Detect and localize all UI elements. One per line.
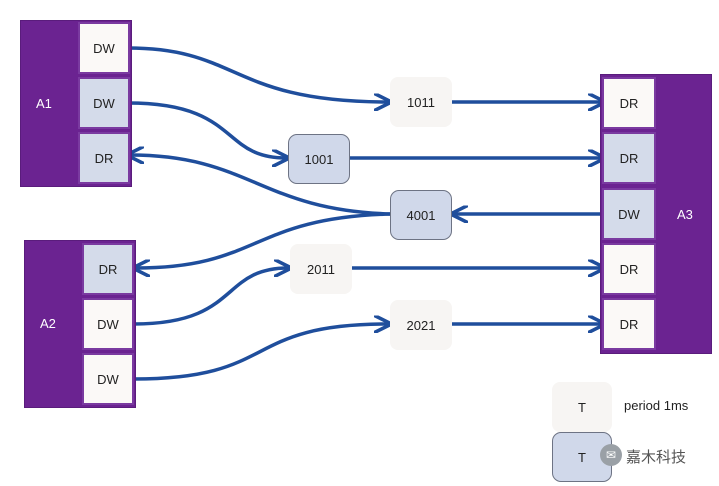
message-1001: 1001 [288, 134, 350, 184]
a1-port-1: DW [78, 22, 130, 74]
legend-plain-box: T [552, 382, 612, 432]
message-2011: 2011 [290, 244, 352, 294]
message-2021: 2021 [390, 300, 452, 350]
group-a2-label: A2 [40, 316, 56, 331]
a2-port-1: DR [82, 243, 134, 295]
arrow-a2-dw1-to-2011 [133, 268, 288, 326]
a3-port-5: DR [602, 298, 656, 350]
a3-port-2: DR [602, 132, 656, 184]
a2-port-2: DW [82, 298, 134, 350]
a3-port-1: DR [602, 77, 656, 129]
a3-port-3: DW [602, 188, 656, 240]
arrow-4001-to-a2-dr [136, 212, 391, 268]
arrow-4001-to-a1-dr [130, 155, 391, 216]
a2-port-3: DW [82, 353, 134, 405]
group-a3-label: A3 [677, 207, 693, 222]
message-1011: 1011 [390, 77, 452, 127]
a3-port-4: DR [602, 243, 656, 295]
message-4001: 4001 [390, 190, 452, 240]
legend-plain-label: period 1ms [624, 398, 689, 413]
a1-port-3: DR [78, 132, 130, 184]
arrow-a2-dw2-to-2021 [133, 324, 388, 381]
arrow-a1-dw1-to-1011 [127, 46, 388, 102]
a1-port-2: DW [78, 77, 130, 129]
wechat-icon: ✉ [600, 444, 622, 466]
watermark-text: 嘉木科技 [626, 449, 687, 466]
arrow-a1-dw2-to-1001 [127, 101, 286, 158]
group-a1-label: A1 [36, 96, 52, 111]
